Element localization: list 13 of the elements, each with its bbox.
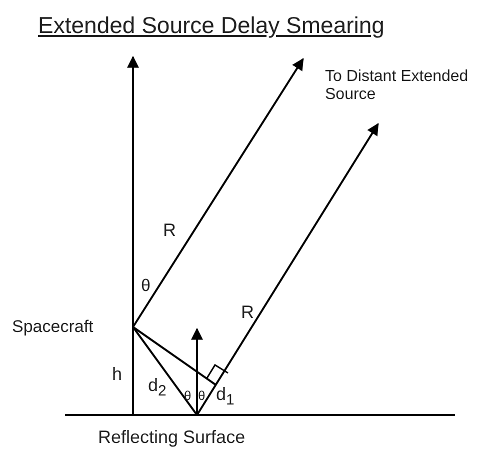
title: Extended Source Delay Smearing bbox=[38, 12, 384, 38]
surface-label: Reflecting Surface bbox=[98, 427, 246, 448]
spacecraft-label: Spacecraft bbox=[12, 317, 94, 337]
arrow bbox=[132, 58, 304, 328]
distance-label: d$_{2}$ bbox=[148, 375, 166, 400]
distance-label: R bbox=[163, 220, 176, 241]
source-label: To Distant Extended Source bbox=[325, 68, 485, 105]
distance-label: R bbox=[241, 302, 254, 323]
angle-label: θ bbox=[141, 276, 150, 296]
angle-label: θ bbox=[198, 389, 206, 404]
angle-label: θ bbox=[184, 389, 192, 404]
distance-label: d$_{1}$ bbox=[216, 384, 234, 409]
height-label: h bbox=[112, 364, 122, 385]
